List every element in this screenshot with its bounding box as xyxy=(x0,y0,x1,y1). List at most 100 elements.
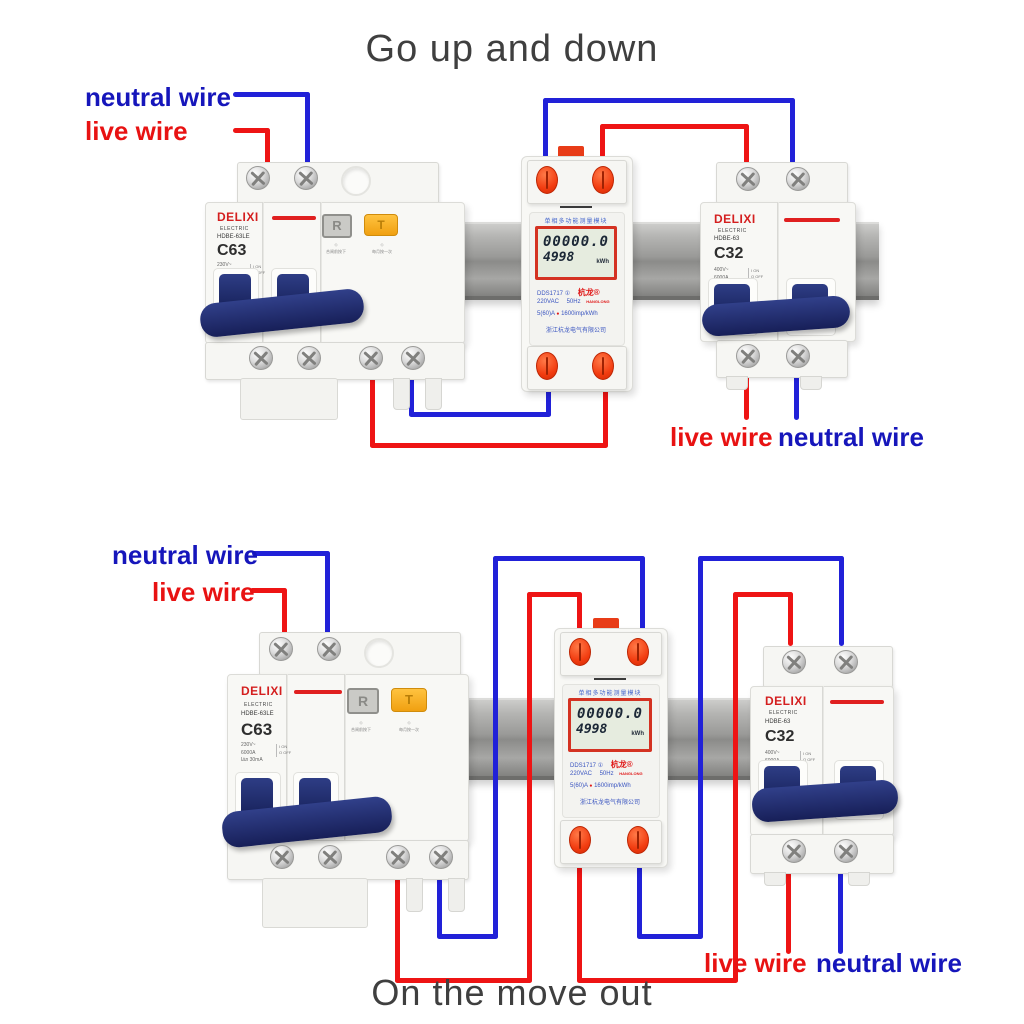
terminal-screw xyxy=(786,344,810,368)
lcd-sub-reading: 4998 xyxy=(543,250,575,265)
wire-neutral-link2-top xyxy=(543,98,795,103)
diagram-title-bottom: On the move out xyxy=(371,972,653,1013)
brand-logo: DELIXI xyxy=(765,694,807,708)
lcd-reading: 00000.0 xyxy=(542,234,609,250)
test-note: ◇ 每月按一次 xyxy=(399,720,419,732)
wire-live-in-bottom-v xyxy=(282,588,287,636)
wire-neutral-link2-bottom xyxy=(698,556,844,561)
rcbo-terminal-bottom-block xyxy=(205,342,465,380)
mounting-tab xyxy=(425,378,442,410)
spec-text: 230V~ 6000A I∆n 30mA xyxy=(241,742,263,763)
mcb-terminal-bottom-block xyxy=(750,834,894,874)
meter-terminal-screw xyxy=(536,166,558,194)
meter-brand-en: HANGLONG xyxy=(586,299,610,304)
pole-divider xyxy=(262,202,264,342)
round-knob xyxy=(364,638,394,668)
pulse-led: ● xyxy=(556,311,560,317)
rating-label: C32 xyxy=(765,728,795,745)
test-note: ◇ 每月按一次 xyxy=(372,242,392,254)
diagram-title-top: Go up and down xyxy=(365,28,659,70)
mounting-tab xyxy=(393,378,410,410)
wire-live-link1-top xyxy=(370,376,375,448)
wire-live-link1-bottom xyxy=(577,592,582,632)
meter-company: 浙江杭龙电气有限公司 xyxy=(545,328,606,334)
label-neutral-out-top: neutral wire xyxy=(778,422,924,452)
brand-logo: DELIXI xyxy=(714,212,756,226)
wire-live-link1-top xyxy=(603,388,608,448)
wire-live-out-top xyxy=(744,374,749,420)
meter-terminal-screw xyxy=(627,638,649,666)
wire-neutral-link1-bottom xyxy=(437,878,442,939)
wire-neutral-out-top xyxy=(794,374,799,420)
wire-live-out-bottom xyxy=(786,872,791,954)
terminal-screw xyxy=(834,650,858,674)
wire-neutral-link2-top xyxy=(543,98,548,158)
wire-live-link1-bottom xyxy=(527,592,532,983)
model-number: HDBE-63 xyxy=(765,719,791,725)
label-neutral-out-bottom: neutral wire xyxy=(816,948,962,978)
pole-divider xyxy=(320,202,322,342)
mounting-tab xyxy=(764,872,786,886)
wire-neutral-link2-bottom xyxy=(637,934,703,939)
brand-logo: DELIXI xyxy=(241,684,283,698)
meter-terminal-screw xyxy=(569,826,591,854)
reset-note: ◇ 合闸前按下 xyxy=(351,720,371,732)
brand-series: ELECTRIC xyxy=(769,710,798,716)
lcd-sub-reading: 4998 xyxy=(576,722,608,737)
terminal-screw xyxy=(249,346,273,370)
wire-neutral-in-top-h xyxy=(233,92,310,97)
terminal-screw xyxy=(359,346,383,370)
pole-divider xyxy=(822,686,824,834)
meter-company: 浙江杭龙电气有限公司 xyxy=(579,800,640,806)
on-off-marks: I ON O OFF xyxy=(748,268,763,281)
label-live-out-bottom: live wire xyxy=(704,948,807,978)
meter-header-text: 单相多功能测量模块 xyxy=(578,691,642,697)
rating-label: C32 xyxy=(714,245,744,262)
wire-neutral-link1-bottom xyxy=(493,556,645,561)
terminal-screw xyxy=(317,637,341,661)
meter-lcd: 00000.0 4998 kWh xyxy=(535,226,617,280)
meter-slot xyxy=(560,206,592,208)
diamond-icon: ◇ xyxy=(334,242,338,247)
terminal-screw xyxy=(386,845,410,869)
red-stripe xyxy=(294,690,342,694)
terminal-screw xyxy=(294,166,318,190)
wire-neutral-link1-top xyxy=(409,376,414,417)
wire-neutral-link2-bottom xyxy=(839,556,844,646)
meter-model-row: DDS1717 ① 杭龙® xyxy=(537,288,600,297)
on-off-marks: I ON O OFF xyxy=(800,751,815,764)
meter-terminal-screw xyxy=(592,352,614,380)
rating-label: C63 xyxy=(217,242,247,259)
terminal-screw xyxy=(297,346,321,370)
terminal-screw xyxy=(782,839,806,863)
wire-neutral-in-bottom-v xyxy=(325,551,330,635)
wire-neutral-in-top-v xyxy=(305,92,310,166)
terminal-screw xyxy=(246,166,270,190)
reset-button: R xyxy=(322,214,352,238)
wire-live-link1-top xyxy=(370,443,608,448)
meter-voltage-row: 220VAC 50Hz HANGLONG xyxy=(537,299,610,305)
spec-text: 400V~ 6000A xyxy=(714,267,729,281)
meter-terminal-screw xyxy=(592,166,614,194)
wire-live-link2-top xyxy=(600,124,749,129)
meter-terminal-screw xyxy=(627,826,649,854)
terminal-screw xyxy=(736,167,760,191)
model-number: HDBE-63LE xyxy=(241,711,274,717)
label-live-in-top: live wire xyxy=(85,116,188,146)
pole-divider xyxy=(344,674,346,840)
meter-slot xyxy=(594,678,626,680)
wire-neutral-link2-bottom xyxy=(637,866,642,939)
terminal-screw xyxy=(736,344,760,368)
meter-terminal-screw xyxy=(536,352,558,380)
pole-divider xyxy=(777,202,779,340)
diamond-icon: ◇ xyxy=(407,720,411,725)
rating-label: C63 xyxy=(241,720,273,739)
brand-logo: DELIXI xyxy=(217,210,259,224)
wire-live-in-top-h xyxy=(233,128,270,133)
wire-live-in-bottom-h xyxy=(250,588,287,593)
lower-housing xyxy=(262,878,368,928)
wire-neutral-link1-bottom xyxy=(437,934,498,939)
model-number: HDBE-63 xyxy=(714,236,740,242)
wire-neutral-in-bottom-h xyxy=(252,551,330,556)
terminal-screw xyxy=(401,346,425,370)
